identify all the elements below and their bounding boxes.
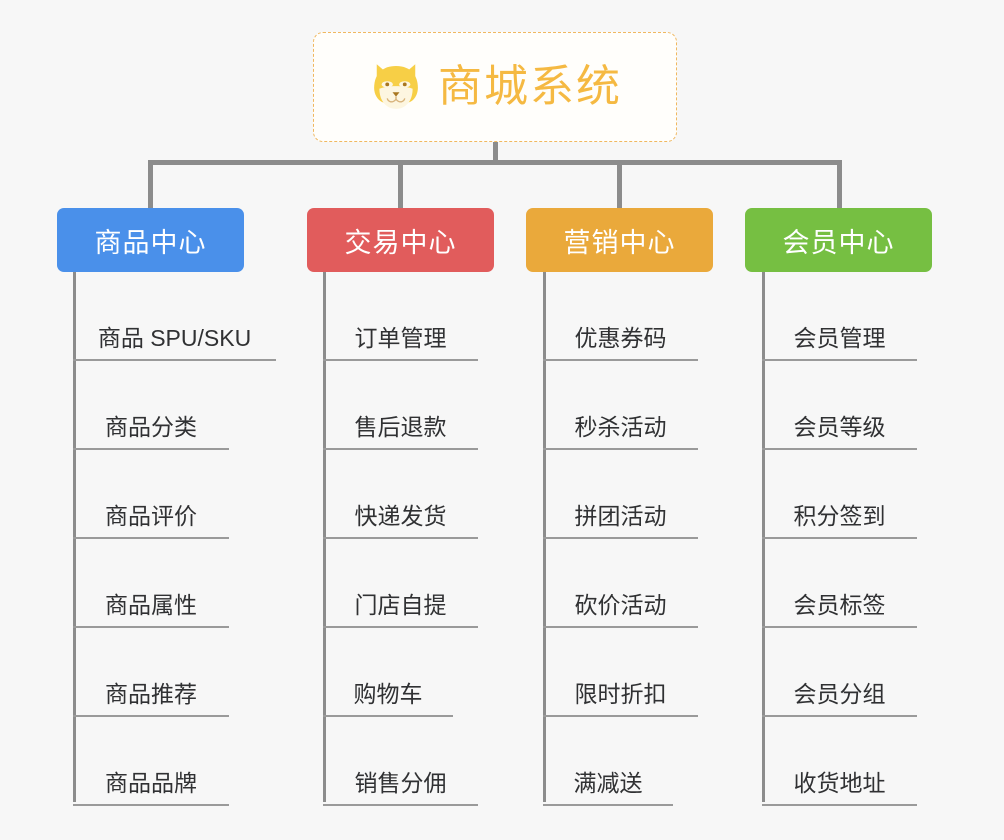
leaf-item[interactable]: 会员等级	[762, 361, 917, 450]
leaf-underline	[543, 626, 698, 628]
leaf-label: 会员标签	[793, 592, 886, 619]
leaf-underline	[323, 537, 478, 539]
leaf-underline	[762, 715, 917, 717]
leaf-label: 积分签到	[793, 503, 886, 530]
leaf-item[interactable]: 商品属性	[73, 539, 229, 628]
leaf-item[interactable]: 商品评价	[73, 450, 229, 539]
leaf-item[interactable]: 会员分组	[762, 628, 917, 717]
shiba-dog-face-icon	[368, 59, 424, 115]
leaf-label: 商品分类	[105, 414, 197, 441]
leaf-column-3: 优惠券码 秒杀活动 拼团活动 砍价活动 限时折扣 满减送	[543, 272, 698, 806]
leaf-label: 商品属性	[105, 592, 197, 619]
leaf-item[interactable]: 商品 SPU/SKU	[73, 272, 276, 361]
leaf-label: 销售分佣	[354, 770, 447, 797]
leaf-item[interactable]: 拼团活动	[543, 450, 698, 539]
leaf-item[interactable]: 收货地址	[762, 717, 917, 806]
branch-connector-4	[837, 160, 842, 210]
branch-connector-3	[617, 160, 622, 210]
leaf-item[interactable]: 满减送	[543, 717, 673, 806]
leaf-item[interactable]: 会员管理	[762, 272, 917, 361]
leaf-label: 限时折扣	[574, 681, 667, 708]
leaf-underline	[73, 537, 229, 539]
leaf-label: 售后退款	[354, 414, 447, 441]
leaf-item[interactable]: 商品分类	[73, 361, 229, 450]
leaf-item[interactable]: 砍价活动	[543, 539, 698, 628]
leaf-underline	[543, 359, 698, 361]
leaf-label: 优惠券码	[574, 325, 667, 352]
leaf-label: 商品品牌	[105, 770, 197, 797]
branch-connector-2	[398, 160, 403, 210]
horizontal-bus-connector	[148, 160, 842, 165]
leaf-label: 砍价活动	[574, 592, 667, 619]
leaf-underline	[762, 626, 917, 628]
leaf-item[interactable]: 销售分佣	[323, 717, 478, 806]
leaf-item[interactable]: 购物车	[323, 628, 453, 717]
leaf-label: 收货地址	[793, 770, 886, 797]
leaf-item[interactable]: 秒杀活动	[543, 361, 698, 450]
leaf-column-1: 商品 SPU/SKU 商品分类 商品评价 商品属性 商品推荐 商品品牌	[73, 272, 276, 806]
leaf-item[interactable]: 快递发货	[323, 450, 478, 539]
leaf-underline	[762, 804, 917, 806]
category-label-3: 营销中心	[563, 227, 676, 258]
leaf-underline	[323, 715, 453, 717]
leaf-label: 商品推荐	[105, 681, 197, 708]
leaf-label: 秒杀活动	[574, 414, 667, 441]
leaf-underline	[73, 626, 229, 628]
leaf-underline	[543, 537, 698, 539]
root-title: 商城系统	[438, 62, 622, 111]
leaf-item[interactable]: 优惠券码	[543, 272, 698, 361]
leaf-label: 拼团活动	[574, 503, 667, 530]
leaf-item[interactable]: 积分签到	[762, 450, 917, 539]
leaf-underline	[323, 626, 478, 628]
leaf-underline	[323, 804, 478, 806]
leaf-label: 商品 SPU/SKU	[97, 325, 252, 352]
category-node-1[interactable]: 商品中心	[57, 208, 244, 272]
category-label-1: 商品中心	[94, 227, 207, 258]
category-node-4[interactable]: 会员中心	[745, 208, 932, 272]
leaf-item[interactable]: 限时折扣	[543, 628, 698, 717]
leaf-item[interactable]: 售后退款	[323, 361, 478, 450]
root-stem-connector	[493, 142, 498, 164]
leaf-label: 商品评价	[105, 503, 197, 530]
category-node-2[interactable]: 交易中心	[307, 208, 494, 272]
leaf-label: 快递发货	[354, 503, 447, 530]
leaf-item[interactable]: 会员标签	[762, 539, 917, 628]
leaf-column-2: 订单管理 售后退款 快递发货 门店自提 购物车 销售分佣	[323, 272, 478, 806]
leaf-label: 订单管理	[354, 325, 447, 352]
leaf-underline	[73, 715, 229, 717]
leaf-item[interactable]: 商品品牌	[73, 717, 229, 806]
leaf-underline	[73, 804, 229, 806]
leaf-underline	[323, 359, 478, 361]
leaf-underline	[73, 359, 276, 361]
leaf-column-4: 会员管理 会员等级 积分签到 会员标签 会员分组 收货地址	[762, 272, 917, 806]
leaf-underline	[762, 537, 917, 539]
leaf-label: 满减送	[573, 770, 643, 797]
category-label-2: 交易中心	[344, 227, 457, 258]
leaf-item[interactable]: 订单管理	[323, 272, 478, 361]
leaf-label: 会员分组	[793, 681, 886, 708]
leaf-underline	[543, 715, 698, 717]
category-label-4: 会员中心	[782, 227, 895, 258]
leaf-label: 会员管理	[793, 325, 886, 352]
leaf-label: 购物车	[353, 681, 423, 708]
leaf-item[interactable]: 商品推荐	[73, 628, 229, 717]
leaf-underline	[543, 804, 673, 806]
leaf-underline	[543, 448, 698, 450]
leaf-label: 门店自提	[354, 592, 447, 619]
leaf-underline	[762, 359, 917, 361]
category-node-3[interactable]: 营销中心	[526, 208, 713, 272]
leaf-underline	[323, 448, 478, 450]
leaf-underline	[762, 448, 917, 450]
root-node[interactable]: 商城系统	[313, 32, 677, 142]
branch-connector-1	[148, 160, 153, 210]
leaf-item[interactable]: 门店自提	[323, 539, 478, 628]
leaf-underline	[73, 448, 229, 450]
leaf-label: 会员等级	[793, 414, 886, 441]
